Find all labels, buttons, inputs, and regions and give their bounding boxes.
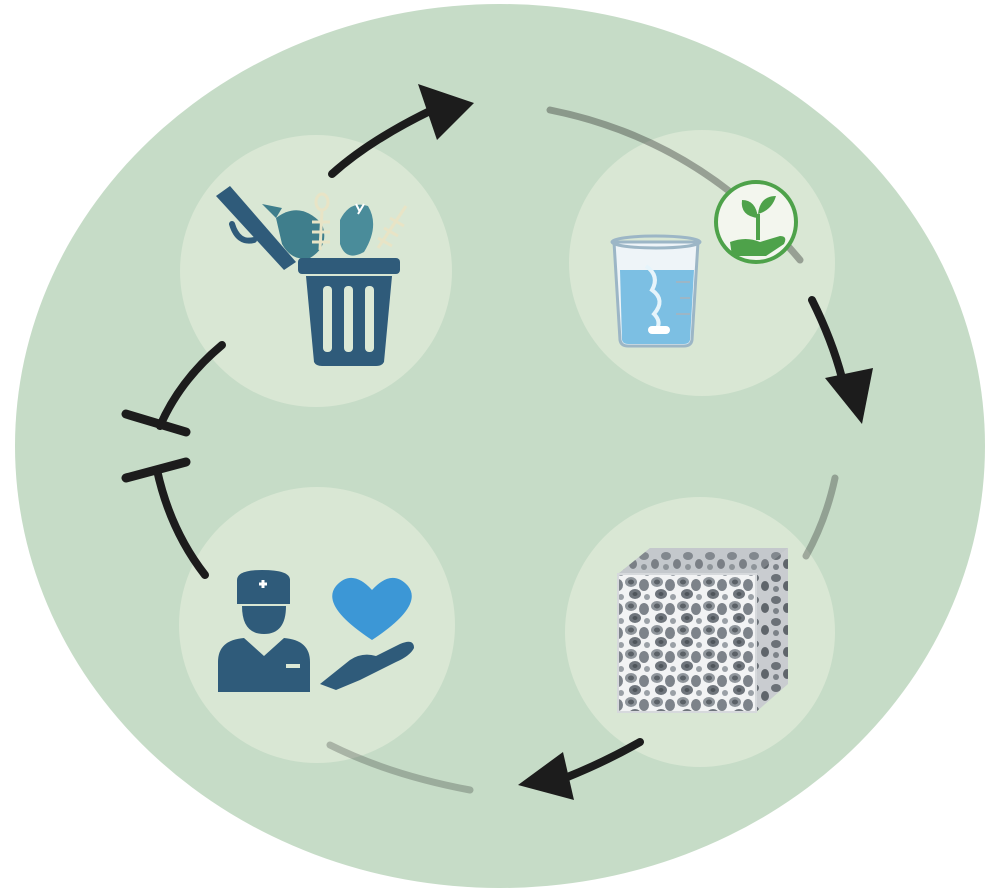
beaker-stir-icon [612, 236, 700, 346]
background-disc [15, 4, 985, 888]
porous-scaffold-cube-icon [618, 548, 788, 712]
node-circle-healthcare [179, 487, 455, 763]
plant-in-hand-icon [716, 182, 796, 262]
